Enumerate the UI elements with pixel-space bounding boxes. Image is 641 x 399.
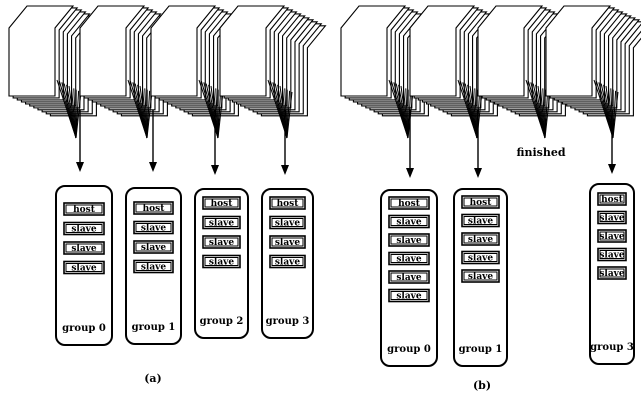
- slave-node: slave: [203, 217, 240, 229]
- node-label: host: [398, 199, 421, 209]
- node-label: slave: [275, 219, 301, 229]
- slave-node: slave: [598, 230, 626, 242]
- slave-node: slave: [598, 249, 626, 261]
- slave-node: slave: [64, 223, 104, 235]
- group-a-0: host slave slave slave group 0: [56, 186, 112, 345]
- node-label: slave: [396, 255, 422, 265]
- node-label: host: [211, 199, 234, 209]
- host-node: host: [270, 197, 305, 209]
- node-label: slave: [468, 217, 494, 227]
- panel-label-a: (a): [144, 372, 162, 385]
- slave-node: slave: [389, 253, 429, 265]
- node-label: slave: [141, 263, 167, 273]
- slave-node: slave: [598, 212, 626, 224]
- slave-node: slave: [598, 267, 626, 279]
- finished-note: finished: [516, 146, 565, 159]
- job-stack-b-3: [546, 6, 641, 138]
- slave-node: slave: [134, 222, 173, 234]
- group-a-2: host slave slave slave group 2: [195, 189, 248, 338]
- node-label: slave: [209, 258, 235, 268]
- slave-node: slave: [270, 217, 305, 229]
- processor-groups: host slave slave slave group 0 host slave slave…: [56, 184, 634, 366]
- slave-node: slave: [462, 252, 499, 264]
- job-stacks: [9, 6, 641, 138]
- node-label: slave: [275, 258, 301, 268]
- slave-node: slave: [389, 290, 429, 302]
- slave-node: slave: [270, 236, 305, 248]
- node-label: slave: [275, 238, 301, 248]
- slave-node: slave: [64, 262, 104, 274]
- node-label: slave: [599, 232, 625, 242]
- host-node: host: [134, 202, 173, 214]
- node-label: host: [277, 199, 300, 209]
- node-label: slave: [71, 225, 97, 235]
- host-node: host: [389, 197, 429, 209]
- host-node: host: [462, 196, 499, 208]
- arrow-a-1: [149, 110, 157, 172]
- node-label: slave: [468, 235, 494, 245]
- node-label: slave: [141, 224, 167, 234]
- node-label: slave: [396, 218, 422, 228]
- node-label: host: [73, 205, 96, 215]
- slave-node: slave: [462, 270, 499, 282]
- node-label: slave: [209, 219, 235, 229]
- node-label: slave: [468, 254, 494, 264]
- node-label: slave: [599, 214, 625, 224]
- node-label: slave: [599, 251, 625, 261]
- group-b-2: host slave slave slave slave group 3: [590, 184, 634, 364]
- job-stack-a-3: [220, 6, 325, 138]
- group-a-1: host slave slave slave group 1: [126, 188, 181, 344]
- group-label: group 3: [590, 342, 634, 353]
- node-label: slave: [396, 292, 422, 302]
- node-label: slave: [396, 273, 422, 283]
- group-label: group 1: [132, 322, 176, 333]
- slave-node: slave: [64, 242, 104, 254]
- slave-node: slave: [270, 256, 305, 268]
- node-label: slave: [209, 238, 235, 248]
- node-label: slave: [599, 269, 625, 279]
- panel-label-b: (b): [473, 379, 491, 392]
- slave-node: slave: [389, 271, 429, 283]
- node-label: host: [143, 204, 166, 214]
- group-label: group 1: [459, 344, 503, 355]
- node-label: host: [601, 195, 624, 205]
- slave-node: slave: [134, 261, 173, 273]
- dispatch-arrows: [76, 110, 616, 178]
- node-label: slave: [396, 236, 422, 246]
- node-label: slave: [141, 243, 167, 253]
- group-label: group 0: [387, 344, 431, 355]
- slave-node: slave: [203, 256, 240, 268]
- host-node: host: [598, 193, 626, 205]
- group-b-1: host slave slave slave slave group 1: [454, 189, 507, 366]
- slave-node: slave: [389, 234, 429, 246]
- node-label: slave: [71, 264, 97, 274]
- group-a-3: host slave slave slave group 3: [262, 189, 313, 338]
- group-label: group 0: [62, 323, 106, 334]
- slave-node: slave: [134, 241, 173, 253]
- slave-node: slave: [203, 236, 240, 248]
- node-label: slave: [71, 244, 97, 254]
- group-label: group 3: [266, 316, 310, 327]
- node-label: host: [470, 198, 493, 208]
- group-b-0: host slave slave slave slave slave group 0: [381, 190, 437, 366]
- group-label: group 2: [200, 316, 244, 327]
- slave-node: slave: [462, 233, 499, 245]
- node-label: slave: [468, 272, 494, 282]
- host-node: host: [203, 197, 240, 209]
- slave-node: slave: [462, 215, 499, 227]
- host-node: host: [64, 203, 104, 215]
- slave-node: slave: [389, 216, 429, 228]
